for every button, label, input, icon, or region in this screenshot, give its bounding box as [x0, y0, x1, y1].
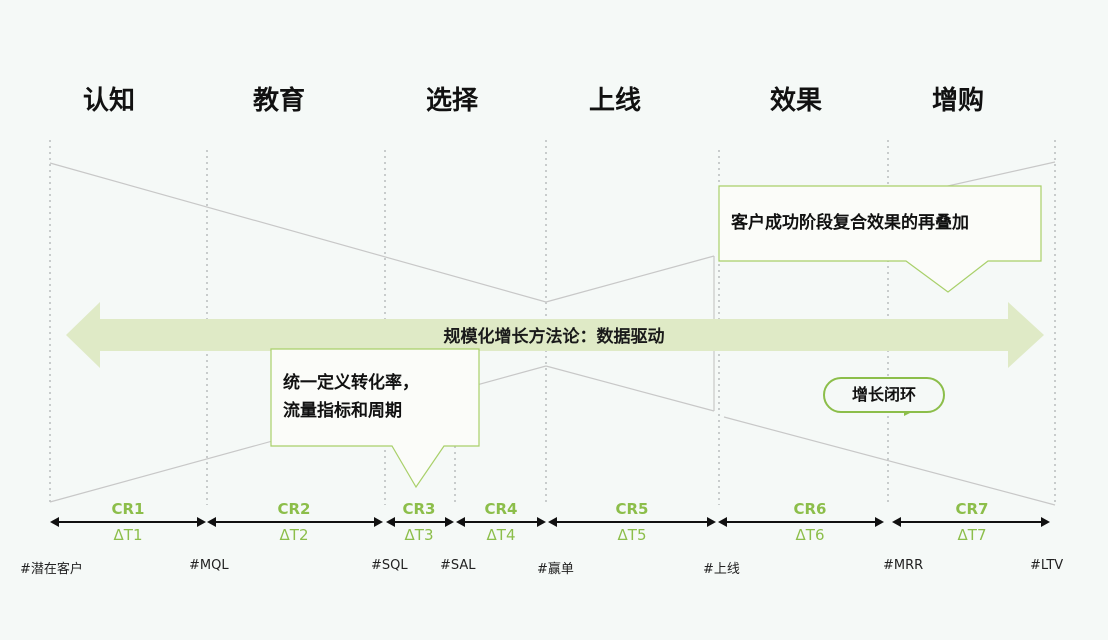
milestone-label: #SQL — [371, 558, 408, 573]
interval-arrowhead — [548, 517, 557, 527]
milestone-label: #赢单 — [537, 562, 574, 577]
banner-label: 规模化增长方法论：数据驱动 — [443, 327, 665, 347]
callout-right-text: 客户成功阶段复合效果的再叠加 — [731, 213, 969, 233]
banner-arrow — [66, 302, 1044, 368]
funnel-top-mid — [545, 255, 715, 303]
interval-arrowhead — [537, 517, 546, 527]
interval-arrowhead — [718, 517, 727, 527]
interval-arrowhead — [892, 517, 901, 527]
dt-label: ΔT7 — [957, 526, 987, 544]
cr-label: CR5 — [615, 500, 649, 518]
interval-arrowhead — [197, 517, 206, 527]
funnel-bottom-mid — [545, 365, 715, 412]
dt-label: ΔT5 — [617, 526, 647, 544]
dt-label: ΔT3 — [404, 526, 434, 544]
interval-arrowhead — [1041, 517, 1050, 527]
milestone-label: #SAL — [440, 558, 476, 573]
milestone-label: #潜在客户 — [20, 562, 83, 577]
interval-arrowhead — [50, 517, 59, 527]
milestone-label: #上线 — [703, 562, 740, 577]
milestone-label: #LTV — [1030, 558, 1064, 573]
interval-arrowhead — [875, 517, 884, 527]
cr-label: CR4 — [484, 500, 518, 518]
cr-label: CR3 — [402, 500, 436, 518]
stage-selection: 选择 — [425, 86, 478, 116]
callout-left-box — [270, 348, 480, 489]
cr-label: CR1 — [111, 500, 145, 518]
interval-arrowhead — [386, 517, 395, 527]
dt-label: ΔT2 — [279, 526, 309, 544]
interval-arrowhead — [207, 517, 216, 527]
cr-label: CR6 — [793, 500, 827, 518]
stage-education: 教育 — [252, 86, 305, 116]
dt-label: ΔT6 — [795, 526, 825, 544]
interval-arrowhead — [445, 517, 454, 527]
cr-label: CR2 — [277, 500, 311, 518]
funnel-top-left — [49, 162, 547, 303]
stage-awareness: 认知 — [82, 86, 135, 116]
callout-left-line1: 统一定义转化率， — [283, 373, 419, 393]
interval-arrowhead — [707, 517, 716, 527]
interval-arrowhead — [374, 517, 383, 527]
milestone-label: #MRR — [883, 558, 924, 573]
interval-arrowhead — [456, 517, 465, 527]
cr-label: CR7 — [955, 500, 989, 518]
callout-left-line2: 流量指标和周期 — [283, 401, 402, 421]
milestone-label: #MQL — [189, 558, 229, 573]
stage-results: 效果 — [769, 86, 822, 116]
callout-right-box — [718, 185, 1042, 293]
funnel-bottom-right — [723, 416, 1056, 506]
stage-onboarding: 上线 — [588, 86, 641, 116]
interval-arrows — [50, 517, 1050, 527]
dt-label: ΔT1 — [113, 526, 143, 544]
dt-label: ΔT4 — [486, 526, 516, 544]
growth-loop-badge: 增长闭环 — [823, 377, 945, 413]
stage-upsell: 增购 — [931, 86, 984, 116]
